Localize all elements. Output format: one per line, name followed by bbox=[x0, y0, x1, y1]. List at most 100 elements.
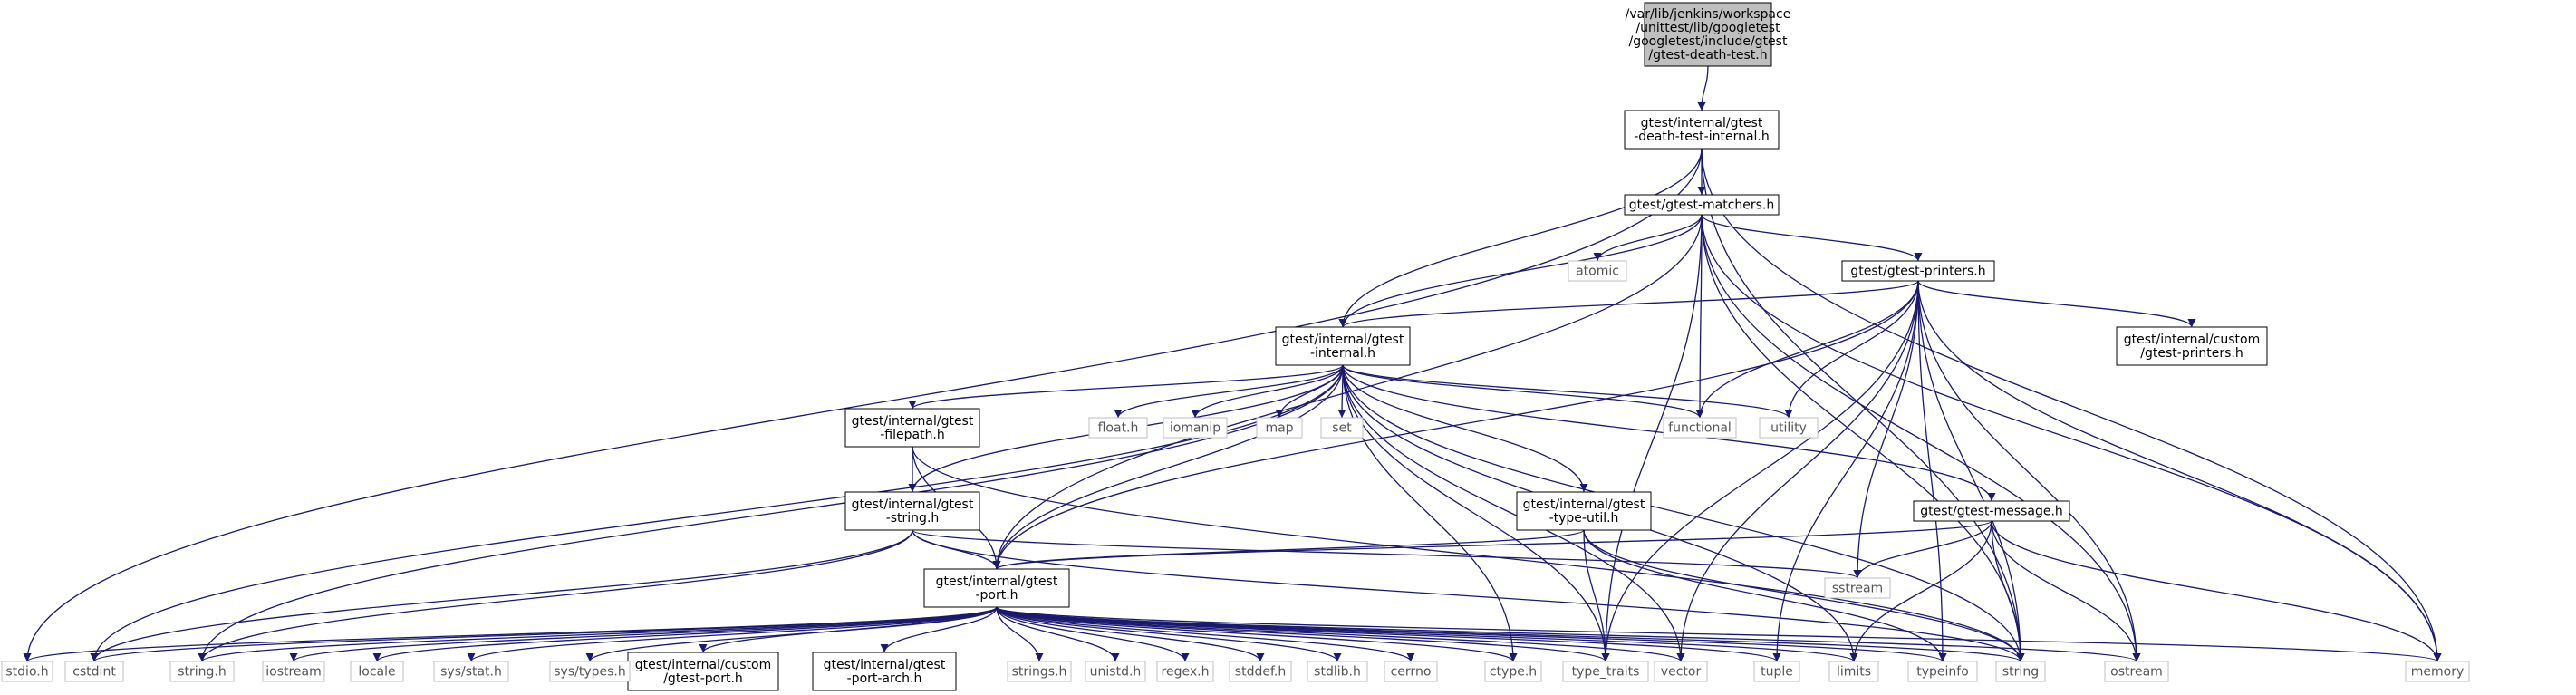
edge-port-to-cstdint bbox=[90, 606, 998, 662]
node-box bbox=[1256, 417, 1303, 439]
node-vector: vector bbox=[1654, 661, 1708, 682]
node-port-arch[interactable]: gtest/internal/gtest-port-arch.h bbox=[812, 652, 957, 691]
node-printers[interactable]: gtest/gtest-printers.h bbox=[1841, 260, 1995, 282]
node-label: -internal.h bbox=[1310, 346, 1375, 361]
node-label: string.h bbox=[178, 665, 227, 680]
edge-port-to-type_traits bbox=[996, 606, 1610, 662]
node-box bbox=[2104, 661, 2169, 682]
edge-message-to-port bbox=[992, 520, 1992, 570]
node-label: regex.h bbox=[1162, 665, 1210, 680]
node-box bbox=[262, 661, 325, 682]
node-box bbox=[64, 661, 124, 682]
edge-internal-to-port bbox=[992, 364, 1344, 570]
node-locale: locale bbox=[350, 661, 404, 682]
edge-port-to-ctype_h bbox=[996, 606, 1518, 662]
node-sys-types: sys/types.h bbox=[549, 661, 631, 682]
edge-internal-to-string_h bbox=[198, 364, 1344, 662]
node-box bbox=[433, 661, 509, 682]
edge-port-to-vector bbox=[996, 606, 1685, 662]
edge-typeutil-to-port bbox=[992, 529, 1585, 570]
edge-message-to-ostream bbox=[1991, 520, 2141, 662]
edge-matchers-to-internal bbox=[1338, 214, 1703, 328]
node-typeutil[interactable]: gtest/internal/gtest-type-util.h bbox=[1516, 491, 1652, 531]
node-label: -string.h bbox=[886, 511, 940, 526]
node-custom-port[interactable]: gtest/internal/custom/gtest-port.h bbox=[627, 652, 779, 691]
node-strings-h: strings.h bbox=[1007, 661, 1072, 682]
node-label: gtest/internal/gtest bbox=[852, 414, 974, 429]
edge-printers-to-sstream bbox=[1853, 280, 1919, 579]
node-box bbox=[1, 661, 53, 682]
node-label: sys/types.h bbox=[554, 665, 625, 680]
edge-internal-to-type_traits bbox=[1342, 364, 1610, 662]
node-internal[interactable]: gtest/internal/gtest-internal.h bbox=[1275, 326, 1411, 366]
node-label: gtest/gtest-printers.h bbox=[1850, 265, 1985, 279]
node-box bbox=[1562, 661, 1649, 682]
edge-root-to-dti bbox=[1697, 65, 1709, 111]
node-port[interactable]: gtest/internal/gtest-port.h bbox=[923, 568, 1070, 608]
node-box bbox=[1275, 326, 1411, 366]
edge-port-to-stddef_h bbox=[996, 606, 1265, 662]
node-filepath[interactable]: gtest/internal/gtest-filepath.h bbox=[844, 408, 980, 448]
node-label: map bbox=[1265, 421, 1293, 436]
node-label: iomanip bbox=[1170, 421, 1220, 436]
node-box bbox=[627, 652, 779, 691]
node-label: sstream bbox=[1832, 582, 1883, 596]
node-label: gtest/internal/custom bbox=[2124, 333, 2260, 347]
node-stddef-h: stddef.h bbox=[1229, 661, 1292, 682]
node-label: sys/stat.h bbox=[440, 665, 502, 680]
node-label: tuple bbox=[1761, 665, 1793, 680]
node-tuple: tuple bbox=[1753, 661, 1800, 682]
edge-typeutil-to-string bbox=[1583, 529, 2025, 662]
node-dti[interactable]: gtest/internal/gtest-death-test-internal… bbox=[1624, 110, 1780, 150]
node-stringh[interactable]: gtest/internal/gtest-string.h bbox=[844, 491, 980, 531]
node-box bbox=[1907, 661, 1978, 682]
edge-internal-to-iomanip bbox=[1191, 364, 1344, 419]
edge-port-to-custom_port bbox=[699, 606, 998, 653]
node-label: limits bbox=[1837, 665, 1871, 680]
node-cerrno: cerrno bbox=[1384, 661, 1438, 682]
edge-dti-to-stdio_h bbox=[23, 148, 1703, 662]
node-label: gtest/internal/gtest bbox=[1523, 497, 1645, 512]
edge-message-to-memory bbox=[1991, 520, 2442, 662]
edge-port-to-string bbox=[996, 606, 2025, 662]
edge-message-to-sstream bbox=[1853, 520, 1992, 579]
node-cstdint: cstdint bbox=[64, 661, 124, 682]
edge-internal-to-filepath bbox=[908, 364, 1344, 410]
edge-matchers-to-functional bbox=[1695, 214, 1704, 419]
node-label: gtest/internal/gtest bbox=[936, 574, 1058, 589]
node-box bbox=[1484, 661, 1542, 682]
edge-port-to-port_arch bbox=[880, 606, 998, 653]
node-label: /var/lib/jenkins/workspace bbox=[1626, 7, 1791, 22]
node-box bbox=[1753, 661, 1800, 682]
node-typeinfo: typeinfo bbox=[1907, 661, 1978, 682]
node-box bbox=[1384, 661, 1438, 682]
node-label: gtest/internal/custom bbox=[635, 658, 771, 672]
node-type-traits: type_traits bbox=[1562, 661, 1649, 682]
node-matchers[interactable]: gtest/gtest-matchers.h bbox=[1624, 194, 1780, 216]
edge-port-to-locale bbox=[372, 606, 998, 662]
node-box bbox=[812, 652, 957, 691]
edge-matchers-to-string bbox=[1701, 214, 2025, 662]
node-sys-stat: sys/stat.h bbox=[433, 661, 509, 682]
edge-port-to-iostream bbox=[289, 606, 998, 662]
edge-port-to-string_h bbox=[198, 606, 998, 662]
edge-printers-to-internal bbox=[1338, 280, 1919, 328]
node-iostream: iostream bbox=[262, 661, 325, 682]
edge-internal-to-functional bbox=[1342, 364, 1704, 419]
node-message[interactable]: gtest/gtest-message.h bbox=[1913, 500, 2070, 522]
edges-layer bbox=[23, 65, 2442, 662]
edge-dti-to-memory bbox=[1701, 148, 2442, 662]
node-label: /googletest/include/gtest bbox=[1629, 34, 1788, 49]
edge-port-to-unistd_h bbox=[996, 606, 1120, 662]
node-label: /unittest/lib/googletest bbox=[1635, 21, 1780, 35]
node-box bbox=[1307, 661, 1368, 682]
node-root[interactable]: /var/lib/jenkins/workspace/unittest/lib/… bbox=[1626, 2, 1791, 67]
edge-port-to-tuple bbox=[996, 606, 1781, 662]
edge-port-to-memory bbox=[996, 606, 2442, 662]
node-utility: utility bbox=[1759, 417, 1819, 439]
node-unistd-h: unistd.h bbox=[1085, 661, 1146, 682]
edge-typeutil-to-typeinfo bbox=[1583, 529, 1947, 662]
node-box bbox=[1320, 417, 1364, 439]
node-custom-printers[interactable]: gtest/internal/custom/gtest-printers.h bbox=[2116, 326, 2268, 366]
node-box bbox=[1759, 417, 1819, 439]
